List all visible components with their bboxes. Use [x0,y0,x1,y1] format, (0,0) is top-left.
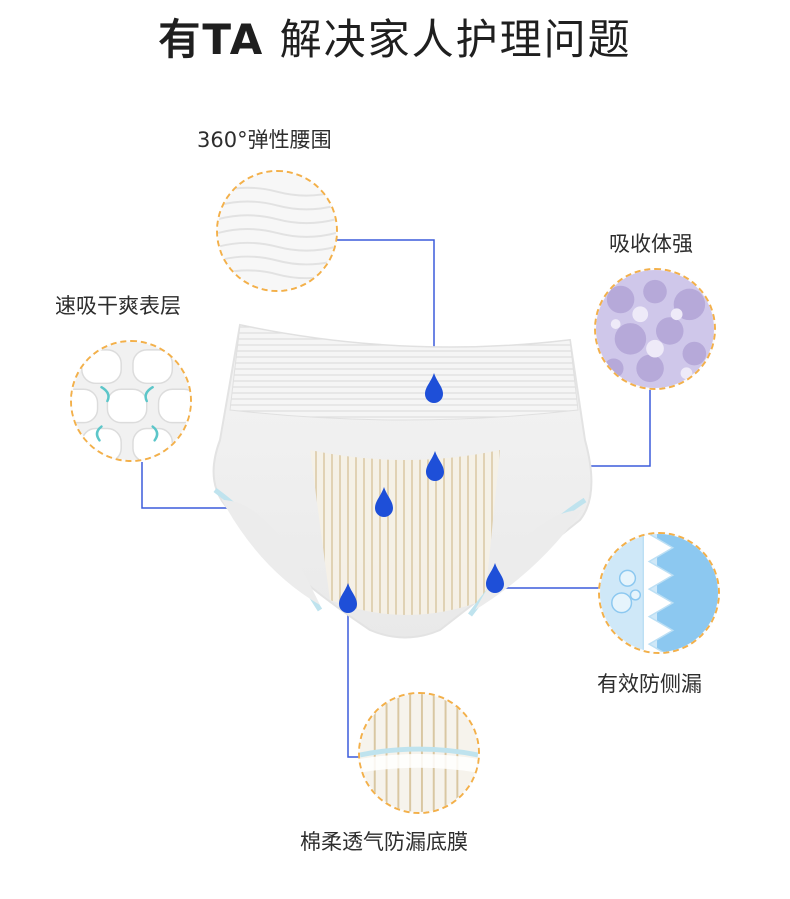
adult-pants-image [200,300,610,650]
leak-guard-closeup-image [598,532,720,654]
drop-icon [426,451,444,481]
waist-closeup-image [216,170,338,292]
drop-icon [375,487,393,517]
drop-icon [486,563,504,593]
feature-label-film: 棉柔透气防漏底膜 [300,830,468,854]
brand-name: 有TA [158,15,265,64]
backsheet-closeup-image [358,692,480,814]
absorbent-core-closeup-image [594,268,716,390]
drop-icon [425,373,443,403]
feature-label-surface: 速吸干爽表层 [55,294,181,318]
headline-tagline: 解决家人护理问题 [279,15,632,64]
feature-label-waist: 360°弹性腰围 [197,128,332,152]
feature-label-leak: 有效防侧漏 [597,672,702,696]
surface-layer-closeup-image [70,340,192,462]
drop-icon [339,583,357,613]
feature-label-absorb: 吸收体强 [609,232,693,256]
headline: 有TA 解决家人护理问题 [0,6,790,67]
